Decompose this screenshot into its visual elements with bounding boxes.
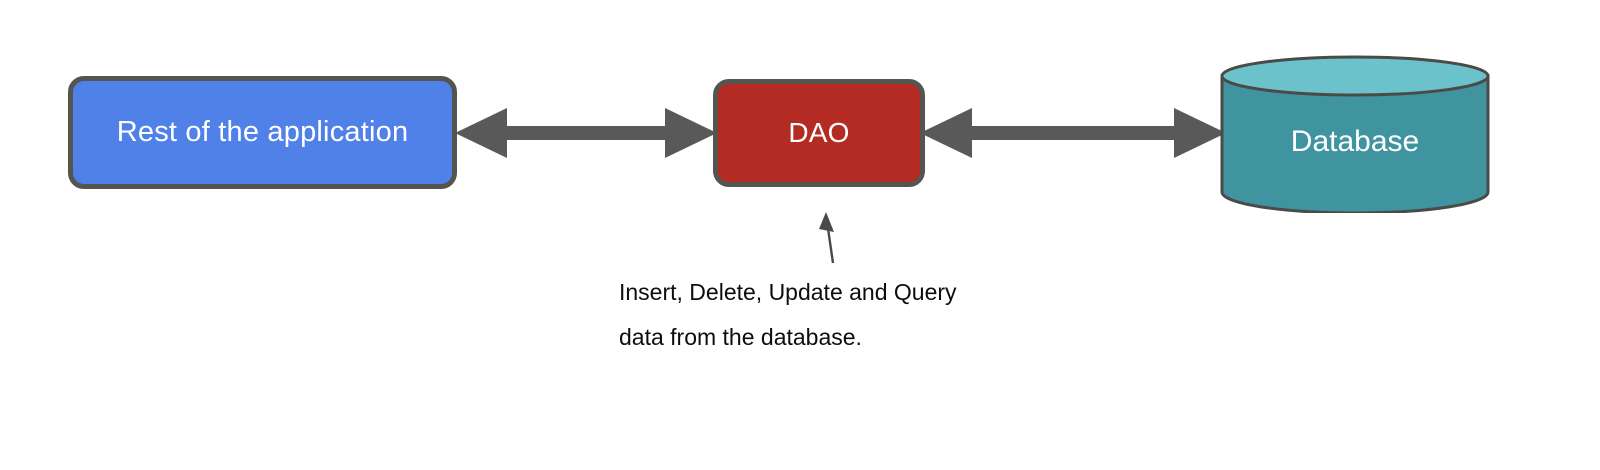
node-rest-of-the-application[interactable]: Rest of the application (68, 76, 457, 189)
connector-rest-to-dao (455, 108, 717, 158)
caption-text: Insert, Delete, Update and Query data fr… (619, 279, 957, 350)
node-label-database: Database (1290, 125, 1420, 158)
connector-caption-pointer (819, 212, 835, 264)
node-label-rest-of-the-application: Rest of the application (116, 116, 409, 148)
node-dao[interactable]: DAO (713, 79, 925, 187)
node-label-dao: DAO (788, 117, 850, 148)
connector-dao-to-database (920, 108, 1226, 158)
node-database[interactable] (1219, 55, 1491, 213)
